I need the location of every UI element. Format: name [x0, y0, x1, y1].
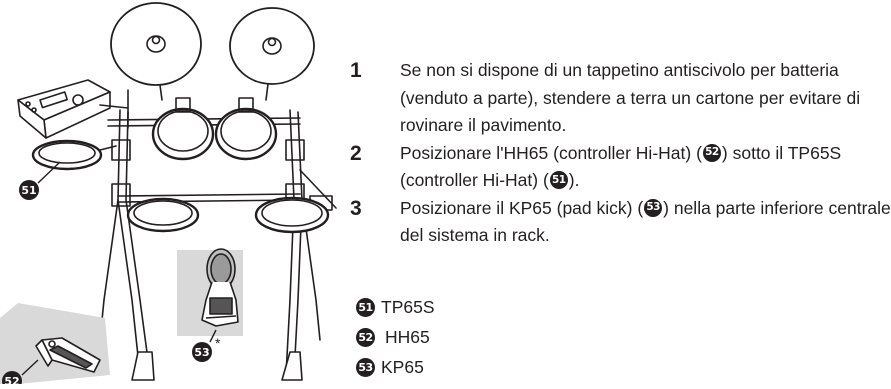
hh65-badge: 52: [702, 143, 721, 162]
part-name: TP65S: [381, 296, 435, 317]
step-text-part: ).: [568, 170, 580, 190]
hi-hat-pad-icon: [31, 139, 117, 171]
asterisk-mark: *: [215, 335, 221, 351]
step-text-part: ) nella parte inferiore centrale del sis…: [400, 197, 891, 246]
step-2: 2 Posizionare l'HH65 (controller Hi-Hat)…: [350, 140, 891, 195]
step-text: Posizionare il KP65 (pad kick) (53) nell…: [400, 198, 891, 246]
step-text-part: ) sotto il TP65S (controller Hi-Hat) (: [400, 142, 842, 191]
part-badge: 53: [356, 357, 375, 377]
svg-text:53: 53: [194, 346, 209, 359]
drum-pad-icon: [214, 97, 278, 161]
drum-kit-rack-icon: 51 52 53 *: [0, 2, 337, 389]
kick-pad-icon: [201, 248, 239, 327]
drum-kit-illustration: 51 52 53 *: [0, 0, 360, 389]
step-text: Posizionare l'HH65 (controller Hi-Hat) (…: [400, 143, 841, 191]
part-name: HH65: [385, 326, 430, 347]
drum-module-icon: [17, 79, 129, 139]
hi-hat-pedal-icon: [35, 337, 101, 373]
part-name: KP65: [381, 356, 424, 377]
kp65-callout: 53 *: [192, 335, 221, 362]
kp65-badge: 53: [644, 198, 663, 217]
part-item-tp65s: 51 TP65S: [356, 292, 435, 322]
step-number: 2: [350, 141, 362, 165]
drum-pad-icon: [126, 197, 200, 233]
step-text-part: Posizionare l'HH65 (controller Hi-Hat) (: [400, 142, 702, 163]
part-item-hh65: 52 HH65: [356, 322, 435, 352]
step-3: 3 Posizionare il KP65 (pad kick) (53) ne…: [350, 195, 891, 250]
cymbal-icon: [229, 7, 315, 101]
tp65s-callout: 51: [19, 180, 39, 200]
svg-text:51: 51: [21, 184, 36, 197]
assembly-steps: 1 Se non si dispone di un tappetino anti…: [350, 57, 891, 250]
drum-pad-icon: [254, 196, 330, 234]
step-number: 3: [350, 196, 362, 220]
drum-pad-icon: [151, 97, 215, 161]
step-text: Se non si dispone di un tappetino antisc…: [400, 60, 861, 135]
part-item-kp65: 53 KP65: [356, 352, 435, 382]
part-badge: 52: [356, 327, 375, 347]
parts-legend: 51 TP65S 52 HH65 53 KP65: [356, 292, 435, 382]
step-number: 1: [350, 59, 362, 82]
cymbal-icon: [110, 2, 202, 101]
tp65s-badge: 51: [549, 171, 568, 190]
step-text-part: Posizionare il KP65 (pad kick) (: [400, 197, 644, 218]
svg-text:52: 52: [4, 375, 19, 384]
part-badge: 51: [356, 297, 375, 317]
step-1: 1 Se non si dispone di un tappetino anti…: [350, 57, 891, 140]
